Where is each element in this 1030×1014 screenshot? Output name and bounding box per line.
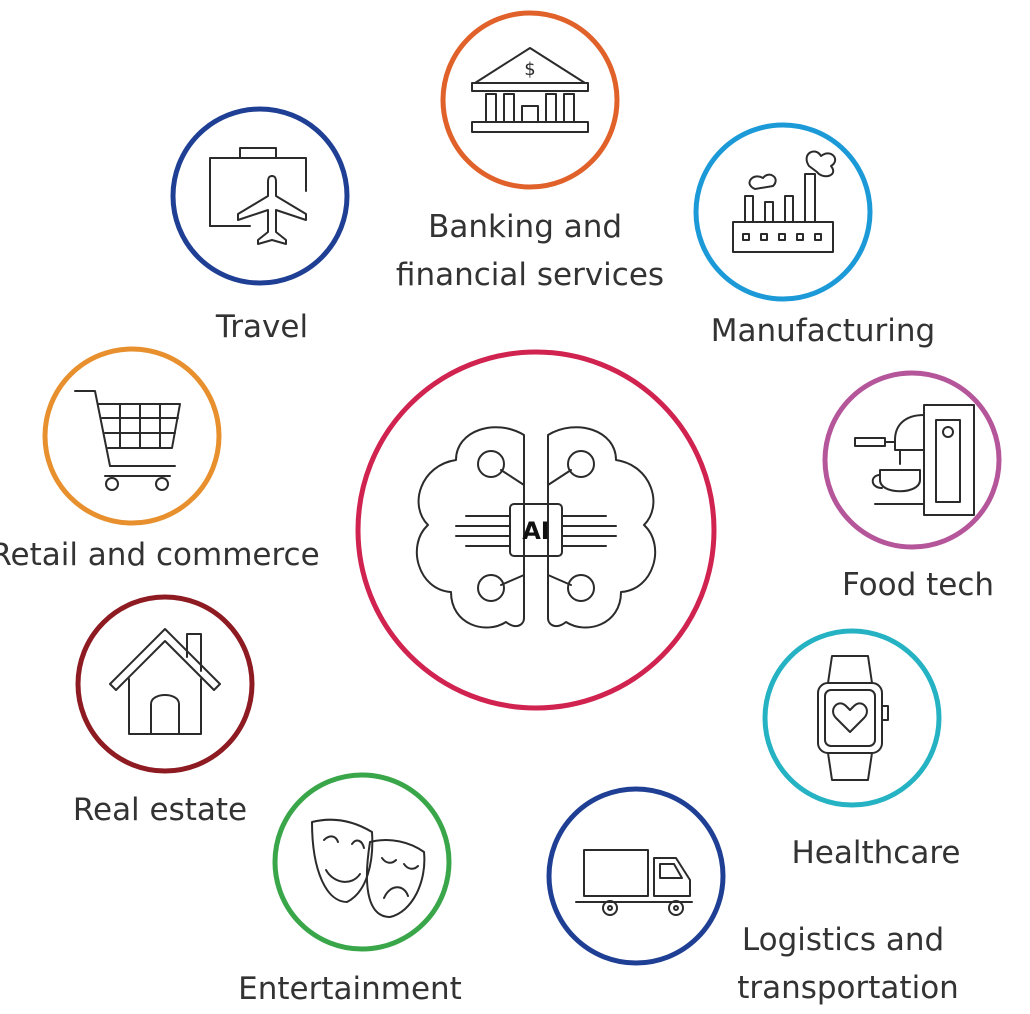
- sector-banking: $ Banking and financial services: [396, 10, 664, 293]
- entertainment-ring: [272, 772, 452, 952]
- house-icon: [109, 628, 221, 735]
- manufacturing-ring: [693, 122, 873, 302]
- entertainment-label: Entertainment: [238, 971, 462, 1007]
- theater-masks-icon: [311, 818, 426, 918]
- shopping-cart-icon: [74, 390, 181, 491]
- banking-label: Banking and financial services: [396, 209, 664, 293]
- travel-ring: [170, 106, 350, 286]
- healthcare-ring: [762, 628, 942, 808]
- healthcare-label: Healthcare: [792, 835, 961, 871]
- coffee-machine-icon: [854, 404, 975, 516]
- smartwatch-heart-icon: [817, 655, 889, 781]
- sector-manufacturing: Manufacturing: [693, 122, 935, 349]
- manufacturing-label: Manufacturing: [711, 313, 935, 349]
- logistics-label: Logistics and transportation: [737, 922, 959, 1006]
- sector-retail: Retail and commerce: [0, 346, 320, 573]
- center-node: AI: [355, 349, 717, 711]
- banking-ring: [440, 10, 620, 190]
- travel-label: Travel: [215, 309, 308, 345]
- realestate-label: Real estate: [73, 792, 247, 828]
- sector-realestate: Real estate: [73, 594, 255, 828]
- center-label: AI: [522, 517, 550, 545]
- foodtech-ring: [822, 370, 1002, 550]
- center-ring: [355, 349, 717, 711]
- brain-circuit-icon: [415, 426, 657, 629]
- retail-ring: [42, 346, 222, 526]
- sector-foodtech: Food tech: [822, 370, 1002, 603]
- dollar-sign-glyph: $: [524, 59, 535, 80]
- retail-label: Retail and commerce: [0, 537, 320, 573]
- luggage-airplane-icon: [209, 147, 307, 245]
- factory-icon: [732, 150, 837, 253]
- bank-icon: $: [471, 47, 589, 133]
- sector-travel: Travel: [170, 106, 350, 345]
- logistics-ring: [546, 786, 726, 966]
- sector-healthcare: Healthcare: [762, 628, 961, 871]
- foodtech-label: Food tech: [842, 567, 994, 603]
- realestate-ring: [75, 594, 255, 774]
- delivery-truck-icon: [575, 849, 693, 916]
- sector-logistics: Logistics and transportation: [546, 786, 959, 1006]
- sector-entertainment: Entertainment: [238, 772, 462, 1007]
